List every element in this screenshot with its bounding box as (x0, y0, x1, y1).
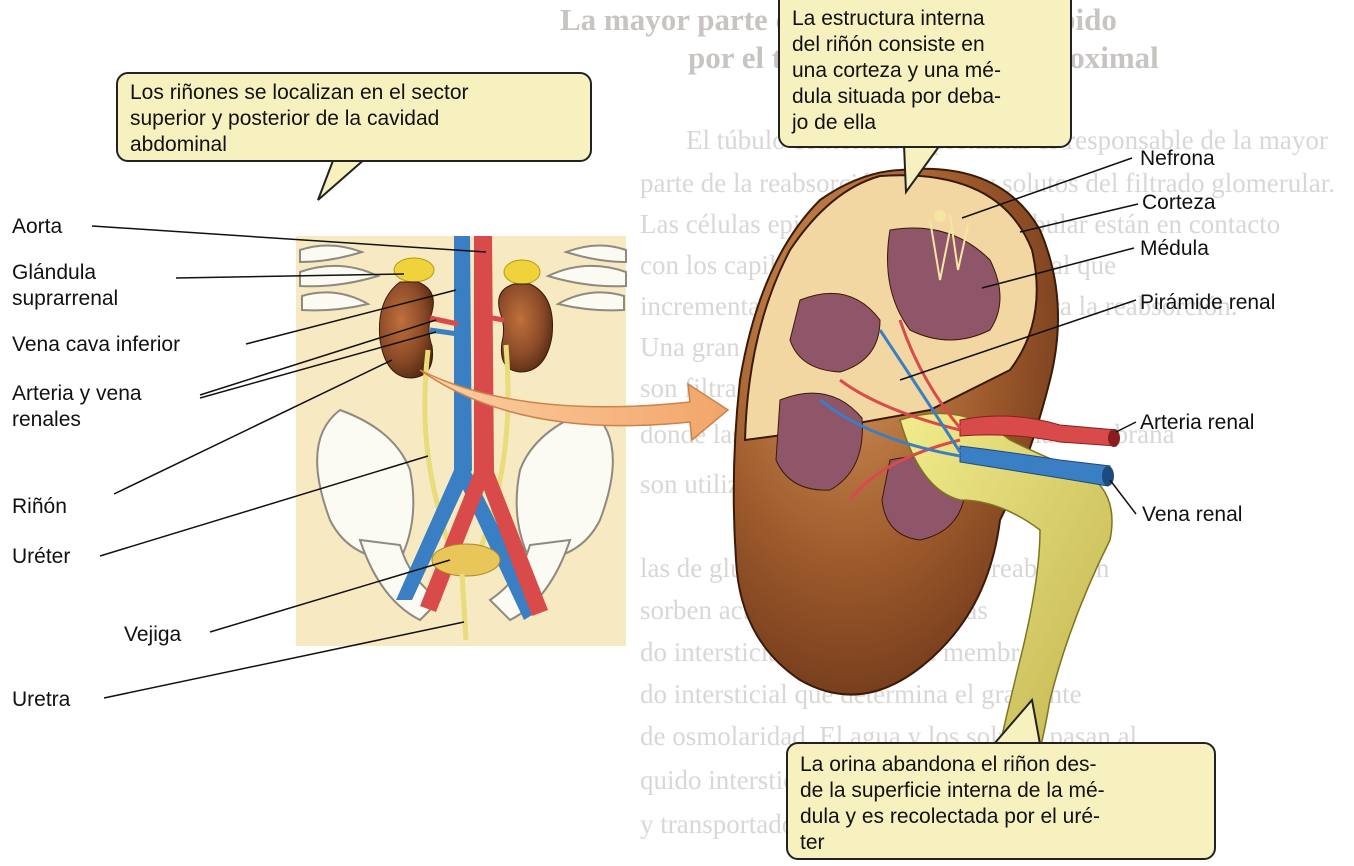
label-arteria-renal: Arteria renal (1140, 410, 1254, 436)
callout-location-pointer (318, 158, 366, 200)
label-piramide-renal: Pirámide renal (1140, 290, 1275, 316)
callout-location-line-2: superior y posterior de la cavidad (130, 106, 578, 132)
label-arteria-vena-line-2: renales (12, 407, 142, 433)
callout-urine: La orina abandona el riñon des- de la su… (786, 742, 1216, 860)
callout-location-line-3: abdominal (130, 132, 578, 158)
callout-structure-line-4: dula situada por deba- (792, 84, 1058, 110)
callout-structure-line-3: una corteza y una mé- (792, 58, 1058, 84)
label-rinon: Riñón (12, 494, 67, 520)
right-adrenal-gland (504, 260, 540, 284)
label-uretra: Uretra (12, 687, 70, 713)
label-glandula-line-1: Glándula (12, 260, 118, 286)
label-corteza: Corteza (1142, 190, 1216, 216)
callout-location-line-1: Los riñones se localizan en el sector (130, 80, 578, 106)
label-glandula-suprarrenal: Glándula suprarrenal (12, 260, 118, 312)
callout-structure: La estructura interna del riñón consiste… (778, 0, 1072, 148)
callout-urine-line-3: dula y es recolectada por el uré- (800, 804, 1202, 830)
label-glandula-line-2: suprarrenal (12, 286, 118, 312)
label-vena-cava-inferior: Vena cava inferior (12, 332, 180, 358)
label-aorta: Aorta (12, 214, 62, 240)
callout-location: Los riñones se localizan en el sector su… (116, 72, 592, 162)
right-renal-vessels (492, 318, 504, 320)
label-vejiga: Vejiga (124, 622, 181, 648)
label-nefrona: Nefrona (1140, 146, 1215, 172)
callout-urine-line-1: La orina abandona el riñon des- (800, 752, 1202, 778)
callout-structure-line-2: del riñón consiste en (792, 32, 1058, 58)
label-arteria-vena-line-1: Arteria y vena (12, 381, 142, 407)
label-medula: Médula (1140, 236, 1209, 262)
body-panel (296, 236, 626, 646)
label-vena-renal: Vena renal (1142, 502, 1242, 528)
bladder (432, 544, 500, 576)
label-ureter: Uréter (12, 544, 70, 570)
callout-structure-line-1: La estructura interna (792, 6, 1058, 32)
callout-urine-line-2: de la superficie interna de la mé- (800, 778, 1202, 804)
callout-structure-line-5: jo de ella (792, 110, 1058, 136)
label-arteria-vena-renales: Arteria y vena renales (12, 381, 142, 433)
callout-urine-line-4: ter (800, 830, 1202, 856)
left-adrenal-gland (394, 258, 434, 282)
